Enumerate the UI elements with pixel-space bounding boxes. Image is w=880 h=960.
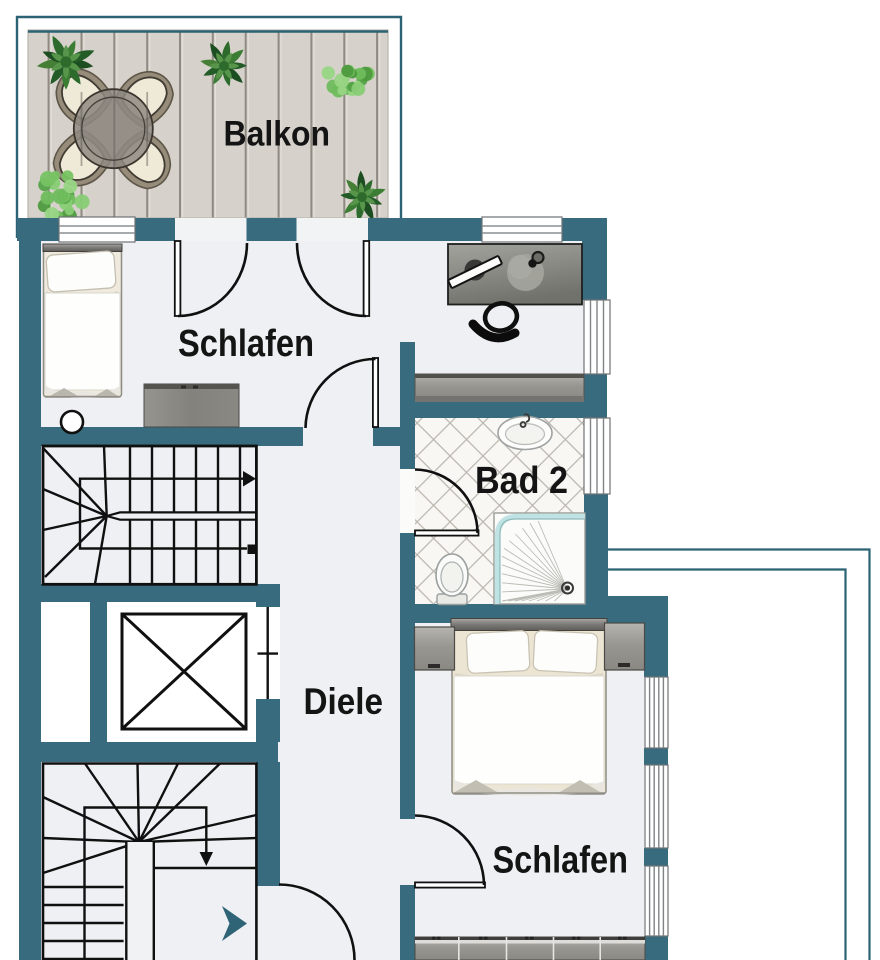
svg-text:Balkon: Balkon <box>224 114 331 153</box>
svg-text:Schlafen: Schlafen <box>493 840 629 882</box>
svg-text:Bad 2: Bad 2 <box>475 460 568 502</box>
svg-text:Schlafen: Schlafen <box>178 323 314 365</box>
svg-text:Diele: Diele <box>304 681 384 722</box>
